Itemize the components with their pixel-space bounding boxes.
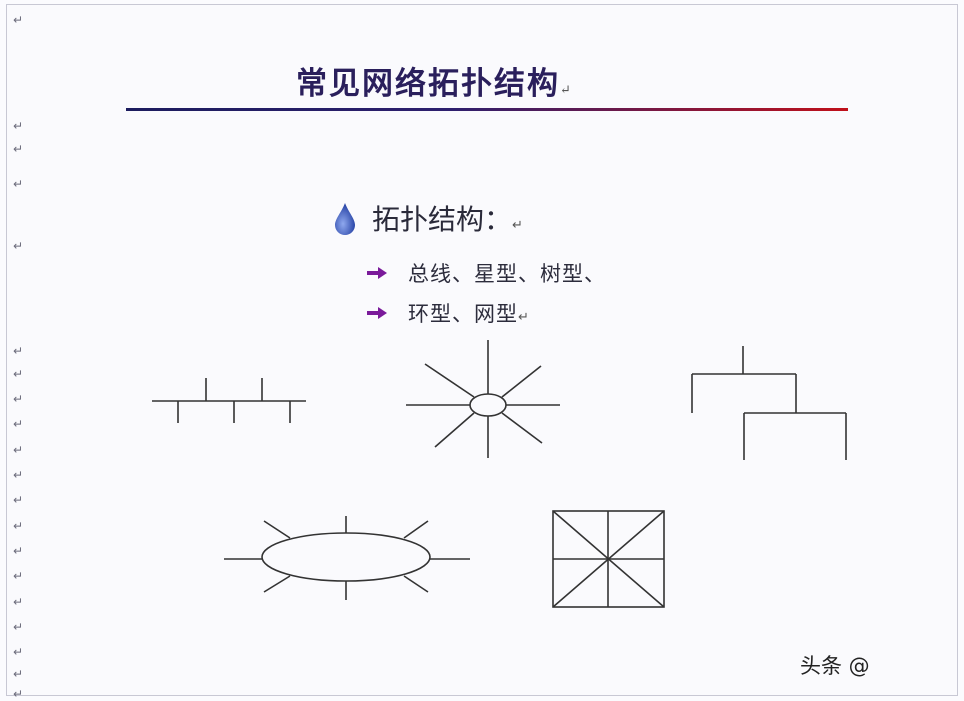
star-topology-diagram bbox=[406, 340, 560, 458]
ring-topology-diagram bbox=[224, 516, 470, 600]
section-heading: 拓扑结构：↵ bbox=[332, 198, 523, 238]
paragraph-mark: ↵ bbox=[13, 667, 24, 681]
list-item-label: 环型、网型 bbox=[408, 302, 518, 326]
paragraph-mark: ↵ bbox=[512, 218, 523, 233]
paragraph-mark: ↵ bbox=[13, 569, 24, 583]
list-item-text: 环型、网型↵ bbox=[408, 298, 530, 328]
paragraph-mark: ↵ bbox=[13, 620, 24, 634]
paragraph-mark: ↵ bbox=[13, 142, 24, 156]
paragraph-mark: ↵ bbox=[13, 119, 24, 133]
paragraph-mark: ↵ bbox=[13, 344, 24, 358]
list-item-text: 总线、星型、树型、 bbox=[408, 262, 606, 286]
watermark: 头条 @ bbox=[800, 654, 870, 678]
tree-topology-diagram bbox=[691, 346, 847, 460]
paragraph-mark: ↵ bbox=[13, 544, 24, 558]
heading-text: 拓扑结构：↵ bbox=[372, 198, 523, 238]
paragraph-mark: ↵ bbox=[13, 468, 24, 482]
paragraph-mark: ↵ bbox=[13, 645, 24, 659]
slide-title-text: 常见网络拓扑结构 bbox=[296, 66, 560, 102]
list-item: 环型、网型↵ bbox=[366, 298, 530, 328]
paragraph-mark: ↵ bbox=[13, 367, 24, 381]
right-arrow-icon bbox=[367, 267, 387, 279]
paragraph-mark: ↵ bbox=[13, 417, 24, 431]
paragraph-mark: ↵ bbox=[13, 687, 24, 701]
title-underline bbox=[126, 108, 848, 111]
paragraph-mark: ↵ bbox=[13, 519, 24, 533]
paragraph-mark: ↵ bbox=[13, 239, 24, 253]
paragraph-mark: ↵ bbox=[13, 493, 24, 507]
paragraph-mark: ↵ bbox=[13, 595, 24, 609]
right-arrow-icon bbox=[367, 307, 387, 319]
water-drop-icon bbox=[335, 203, 355, 235]
paragraph-mark: ↵ bbox=[518, 310, 530, 325]
slide-title: 常见网络拓扑结构↵ bbox=[296, 58, 571, 103]
paragraph-mark: ↵ bbox=[13, 443, 24, 457]
paragraph-mark: ↵ bbox=[13, 392, 24, 406]
paragraph-mark: ↵ bbox=[560, 83, 571, 98]
heading-label: 拓扑结构： bbox=[372, 203, 513, 236]
paragraph-mark: ↵ bbox=[13, 13, 24, 27]
paragraph-mark: ↵ bbox=[13, 177, 24, 191]
list-item: 总线、星型、树型、 bbox=[366, 258, 606, 288]
document-page bbox=[6, 4, 958, 696]
mesh-topology-diagram bbox=[552, 510, 665, 608]
bus-topology-diagram bbox=[152, 378, 306, 423]
